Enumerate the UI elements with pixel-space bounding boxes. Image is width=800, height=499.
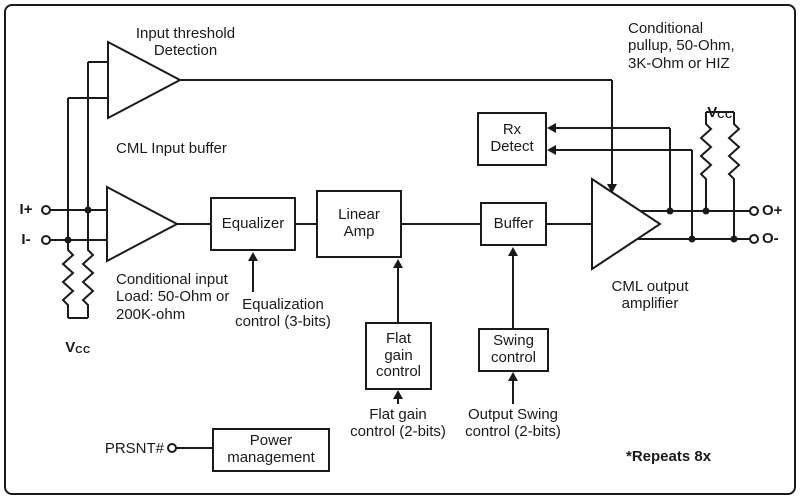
equalizer-block-label: Equalizer — [221, 214, 285, 232]
swing-arrow — [508, 247, 518, 256]
o-plus-label: O+ — [762, 202, 783, 219]
swing-control-block: Swing control — [478, 328, 549, 372]
input-load-resistors — [61, 210, 95, 319]
control-arrow-shafts — [252, 256, 514, 404]
junction-dots — [64, 206, 738, 244]
vcc-label-right: VCC — [692, 87, 748, 122]
flat-gain-control-block: Flat gain control — [365, 322, 432, 390]
arrowheads — [248, 123, 617, 399]
output-swing-control-label: Output Swing control (2-bits) — [465, 406, 561, 441]
amp-symbols — [106, 40, 662, 271]
vcc-right-cc: CC — [717, 110, 733, 122]
linear-amp-block: Linear Amp — [316, 190, 402, 258]
buffer-block-label: Buffer — [493, 214, 534, 232]
flat-gain-control-label: Flat gain control (2-bits) — [350, 406, 446, 441]
vcc-left-cc: CC — [75, 345, 91, 357]
equalizer-block: Equalizer — [210, 197, 296, 251]
input-threshold-detection-label: Input threshold Detection — [135, 25, 236, 60]
rx-detect-block-label: Rx Detect — [490, 121, 534, 155]
power-management-block-label: Power management — [227, 432, 315, 466]
power-management-block: Power management — [212, 428, 330, 472]
linear-amp-block-label: Linear Amp — [338, 206, 380, 240]
buffer-block: Buffer — [480, 202, 547, 246]
wires — [50, 61, 750, 449]
prsnt-terminal — [167, 443, 177, 453]
threshold-amp-symbol — [107, 40, 183, 120]
i-minus-terminal — [41, 235, 51, 245]
equalization-control-label: Equalization control (3-bits) — [235, 296, 331, 331]
rx-detect-arrow-bottom — [547, 145, 556, 155]
equalization-arrow — [248, 252, 258, 261]
vcc-left-v: V — [65, 339, 76, 357]
swing-control-block-label: Swing control — [490, 332, 537, 366]
rx-detect-wires — [556, 127, 693, 239]
input-buffer-amp-symbol — [106, 185, 180, 263]
swing-bits-arrow — [508, 372, 518, 381]
i-minus-label: I- — [21, 231, 31, 248]
o-minus-terminal — [749, 234, 759, 244]
output-amp-symbol — [591, 177, 662, 271]
diagram-border — [4, 4, 796, 495]
i-plus-terminal — [41, 205, 51, 215]
vcc-right-v: V — [707, 104, 718, 122]
rx-detect-arrow-top — [547, 123, 556, 133]
flat-gain-bits-arrow — [393, 390, 403, 399]
threshold-to-output-arrow — [607, 184, 617, 193]
repeats-note: *Repeats 8x — [626, 448, 712, 465]
conditional-input-load-label: Conditional input Load: 50-Ohm or 200K-o… — [116, 271, 230, 323]
prsnt-label: PRSNT# — [104, 440, 164, 457]
cml-output-amplifier-label: CML output amplifier — [611, 278, 689, 313]
flat-gain-arrow — [393, 259, 403, 268]
cml-input-buffer-label: CML Input buffer — [116, 140, 227, 157]
rx-detect-block: Rx Detect — [477, 112, 547, 166]
o-plus-terminal — [749, 206, 759, 216]
flat-gain-control-block-label: Flat gain control — [375, 329, 422, 381]
output-pullup-resistors — [699, 111, 741, 239]
conditional-pullup-label: Conditional pullup, 50-Ohm, 3K-Ohm or HI… — [628, 20, 735, 72]
vcc-label-left: VCC — [50, 322, 106, 357]
io-terminal-circles — [41, 205, 759, 453]
o-minus-label: O- — [762, 230, 779, 247]
i-plus-label: I+ — [19, 201, 33, 218]
